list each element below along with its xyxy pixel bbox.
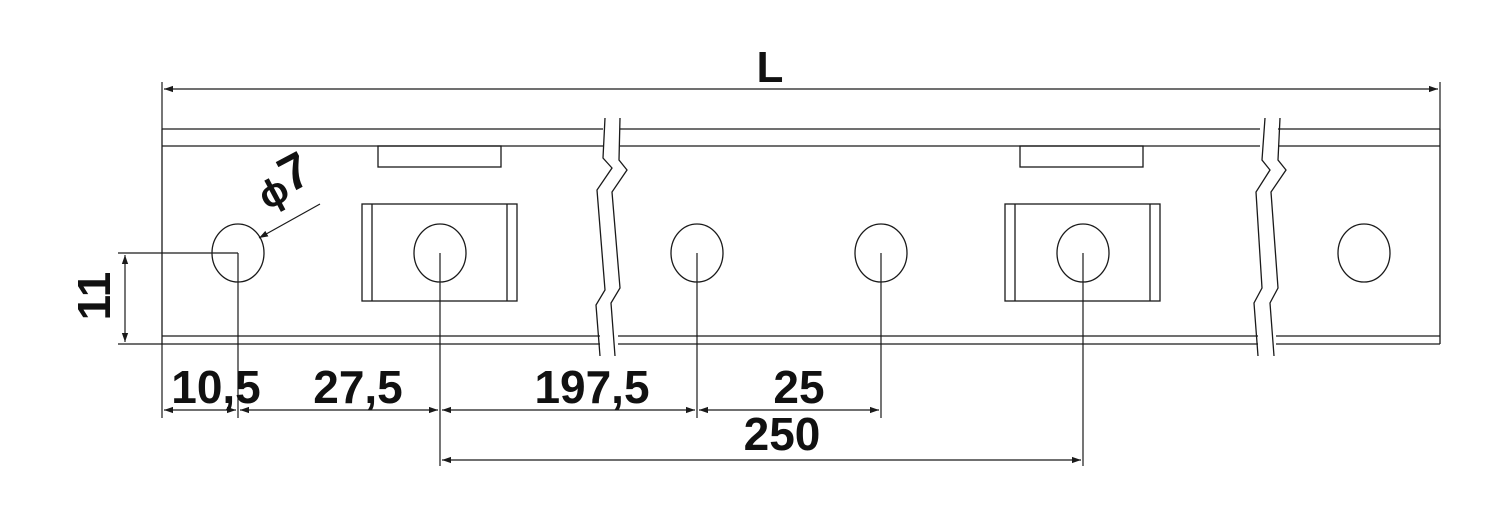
dimension-line-length <box>161 82 1441 129</box>
rail-segment-1 <box>161 128 603 345</box>
dimension-line-height <box>118 252 238 345</box>
label-pitch-1: 27,5 <box>313 361 403 413</box>
label-length: L <box>757 43 784 92</box>
label-repeat-pitch: 250 <box>744 408 821 460</box>
extension-lines <box>161 253 1084 466</box>
label-pitch-3: 25 <box>773 361 824 413</box>
top-tab-2 <box>1019 145 1144 168</box>
label-offset: 10,5 <box>171 361 261 413</box>
label-pitch-2: 197,5 <box>534 361 649 413</box>
label-height: 11 <box>68 272 120 321</box>
break-line-1 <box>595 117 628 357</box>
rail-segment-2 <box>618 128 1260 345</box>
top-tab-1 <box>377 145 502 168</box>
diameter-leader <box>258 203 321 239</box>
hole-6 <box>1337 223 1391 283</box>
break-line-2 <box>1253 117 1287 357</box>
rail-segment-3 <box>1276 128 1441 345</box>
